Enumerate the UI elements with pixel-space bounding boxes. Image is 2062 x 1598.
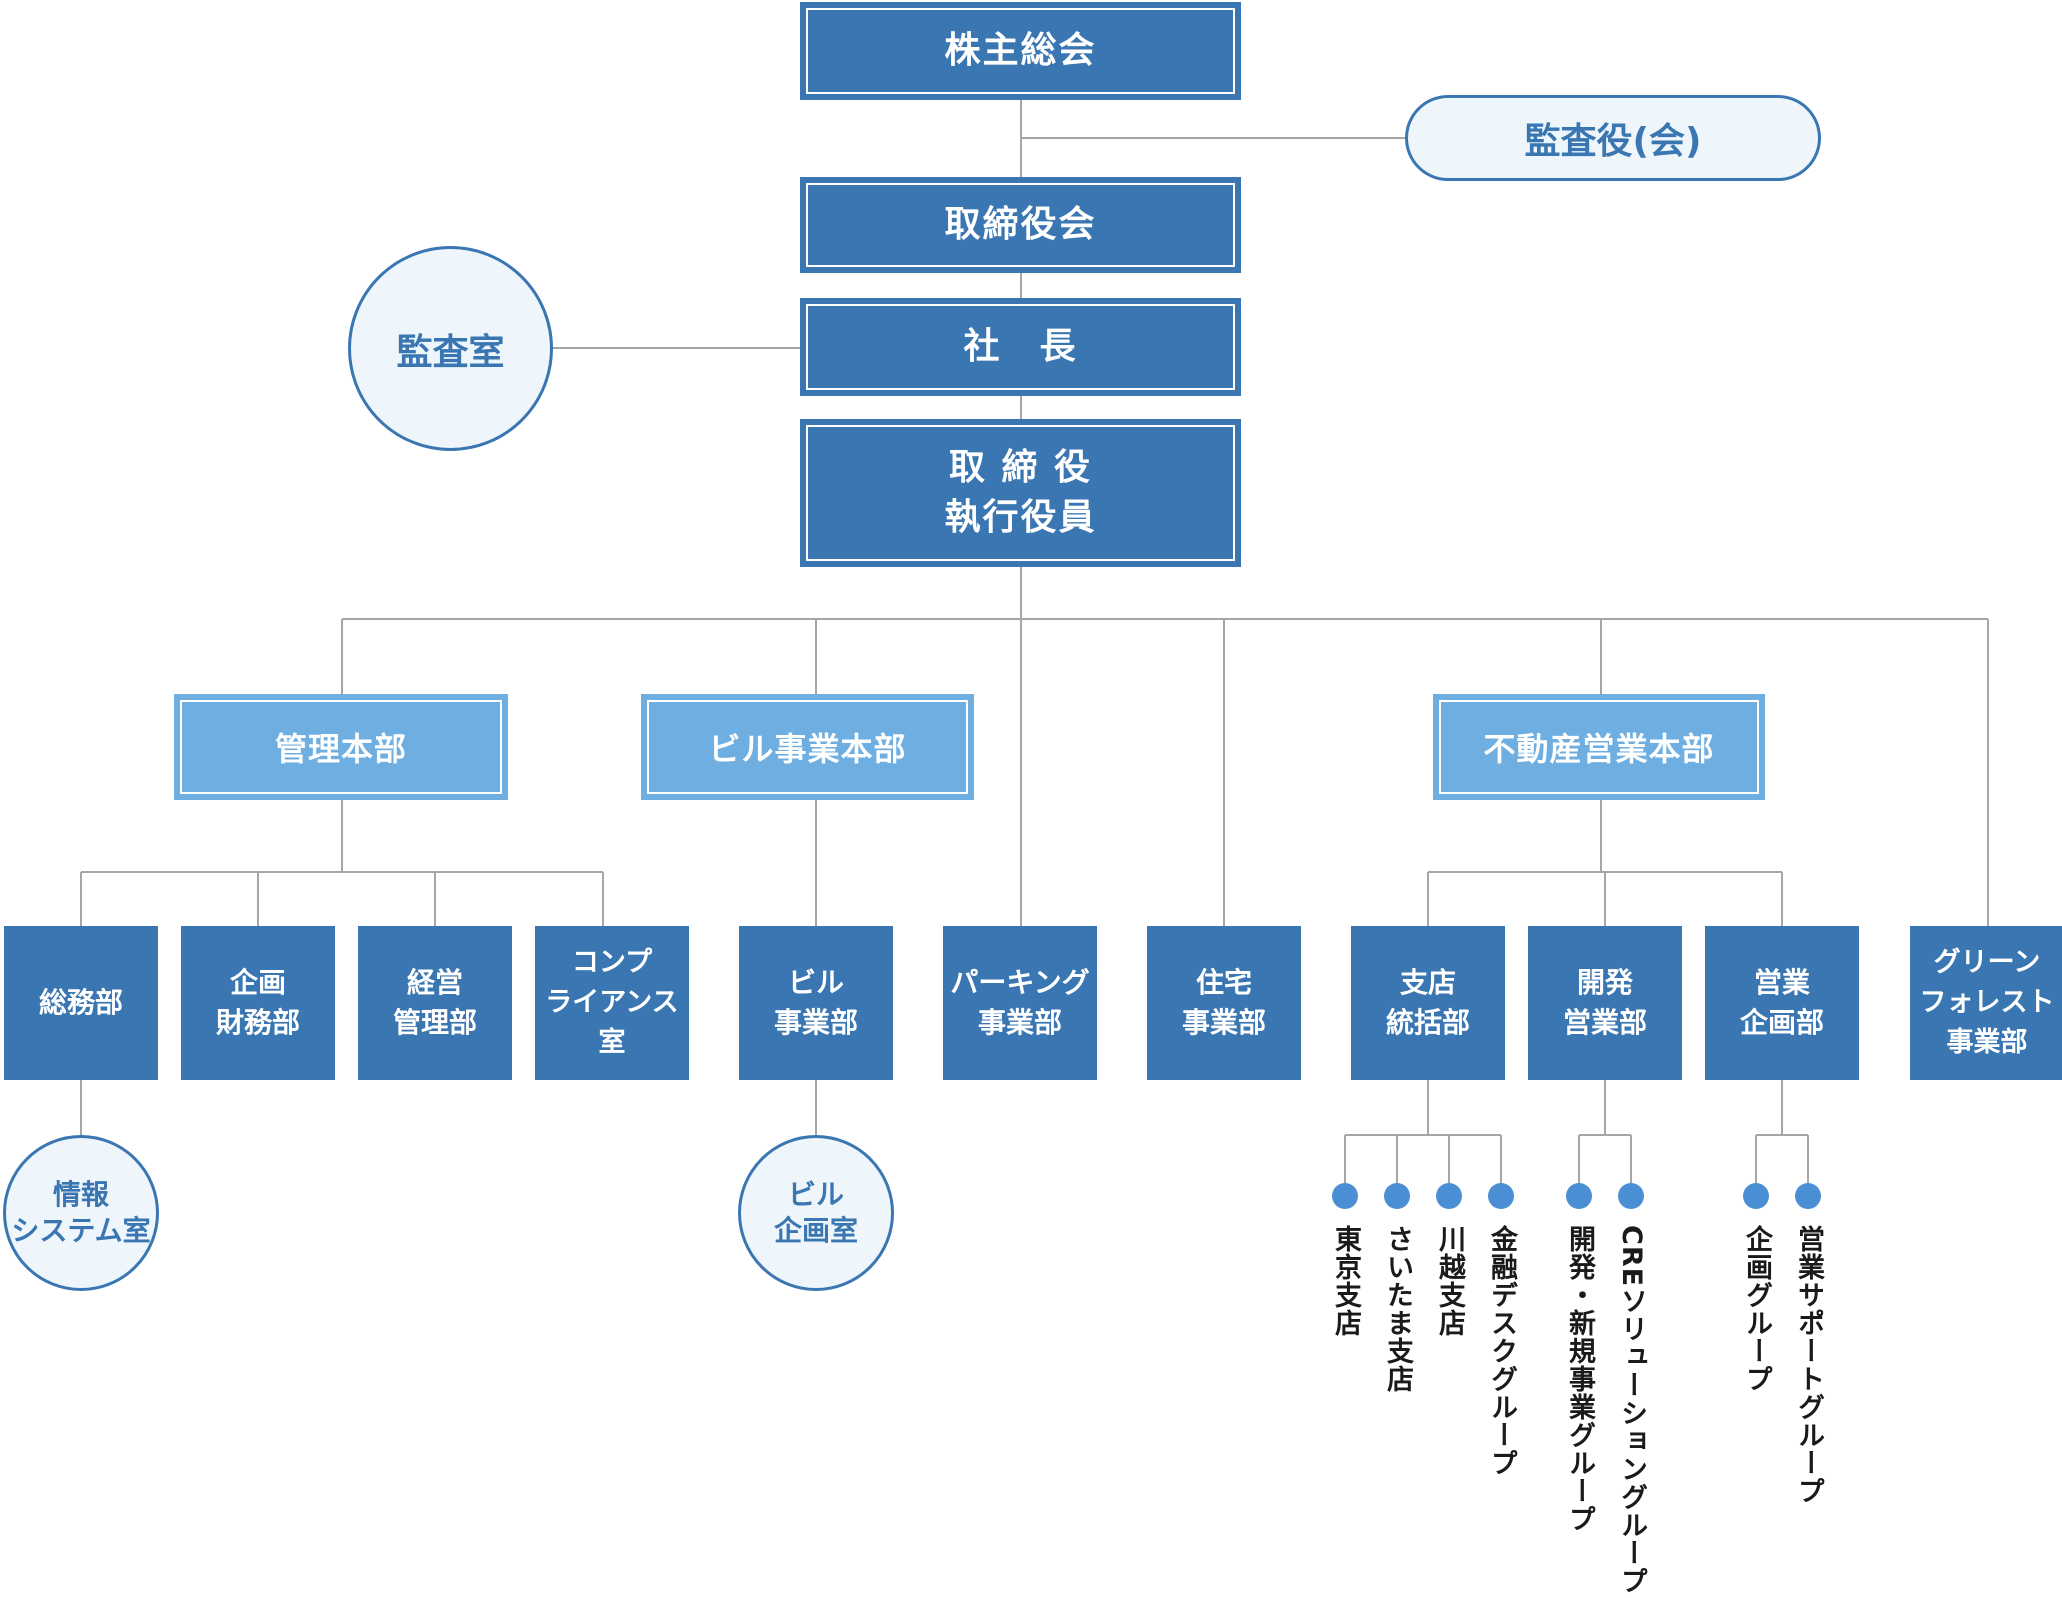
parking-label: パーキング 事業部	[950, 966, 1090, 1039]
cre-group-label: CREソリューショングループ	[1616, 1225, 1647, 1596]
general-affairs-label: 総務部	[38, 986, 123, 1019]
audit-office-label: 監査室	[396, 331, 505, 373]
admin-hq-box: 管理本部	[174, 694, 508, 800]
building-biz-dept: ビル 事業部	[739, 926, 893, 1080]
planning-finance-label: 企画 財務部	[215, 966, 300, 1039]
branch-control-label: 支店 統括部	[1385, 966, 1470, 1039]
group-dot	[1743, 1183, 1769, 1209]
planning-finance-dept: 企画 財務部	[181, 926, 335, 1080]
realestate-hq-box: 不動産営業本部	[1433, 694, 1765, 800]
info-systems-circle: 情報 システム室	[3, 1135, 159, 1291]
dev-new-biz-group-label: 開発・新規事業グループ	[1564, 1225, 1595, 1533]
tokyo-branch-label: 東京支店	[1330, 1225, 1361, 1337]
auditor-board-label: 監査役(会)	[1524, 121, 1702, 162]
kawagoe-branch-label: 川越支店	[1434, 1225, 1465, 1337]
finance-desk-group-label: 金融デスクグループ	[1486, 1225, 1517, 1477]
group-dot	[1618, 1183, 1644, 1209]
saitama-branch-label: さいたま支店	[1382, 1225, 1413, 1393]
group-dot	[1384, 1183, 1410, 1209]
management-dept: 経営 管理部	[358, 926, 512, 1080]
compliance-label: コンプ ライアンス室	[545, 947, 679, 1058]
building-planning-label: ビル 企画室	[773, 1178, 858, 1247]
shareholders-meeting-label: 株主総会	[944, 30, 1097, 71]
compliance-office: コンプ ライアンス室	[535, 926, 689, 1080]
housing-label: 住宅 事業部	[1181, 966, 1266, 1039]
info-systems-label: 情報 システム室	[11, 1178, 151, 1247]
planning-group-label: 企画グループ	[1741, 1225, 1772, 1393]
admin-hq-label: 管理本部	[274, 730, 407, 768]
group-dot	[1436, 1183, 1462, 1209]
group-dot	[1795, 1183, 1821, 1209]
management-label: 経営 管理部	[392, 966, 477, 1039]
executives-label: 取 締 役 執行役員	[944, 447, 1097, 538]
board-of-directors-label: 取締役会	[944, 204, 1097, 245]
group-dot	[1566, 1183, 1592, 1209]
building-planning-circle: ビル 企画室	[738, 1135, 894, 1291]
group-dot	[1332, 1183, 1358, 1209]
development-sales-label: 開発 営業部	[1562, 966, 1647, 1039]
group-dot	[1488, 1183, 1514, 1209]
housing-dept: 住宅 事業部	[1147, 926, 1301, 1080]
president-box: 社 長	[800, 298, 1241, 396]
audit-office-circle: 監査室	[348, 246, 553, 451]
sales-planning-dept: 営業 企画部	[1705, 926, 1859, 1080]
general-affairs-dept: 総務部	[4, 926, 158, 1080]
building-hq-box: ビル事業本部	[641, 694, 974, 800]
green-forest-dept: グリーン フォレスト 事業部	[1910, 926, 2062, 1080]
development-sales-dept: 開発 営業部	[1528, 926, 1682, 1080]
realestate-hq-label: 不動産営業本部	[1483, 730, 1715, 768]
green-forest-label: グリーン フォレスト 事業部	[1919, 947, 2055, 1058]
executives-box: 取 締 役 執行役員	[800, 419, 1241, 567]
building-biz-label: ビル 事業部	[773, 966, 858, 1039]
president-label: 社 長	[963, 326, 1078, 367]
branch-control-dept: 支店 統括部	[1351, 926, 1505, 1080]
parking-dept: パーキング 事業部	[943, 926, 1097, 1080]
building-hq-label: ビル事業本部	[708, 730, 907, 768]
auditor-board-pill: 監査役(会)	[1405, 95, 1821, 181]
sales-support-group-label: 営業サポートグループ	[1793, 1225, 1824, 1505]
shareholders-meeting-box: 株主総会	[800, 2, 1241, 100]
sales-planning-label: 営業 企画部	[1739, 966, 1824, 1039]
board-of-directors-box: 取締役会	[800, 177, 1241, 273]
